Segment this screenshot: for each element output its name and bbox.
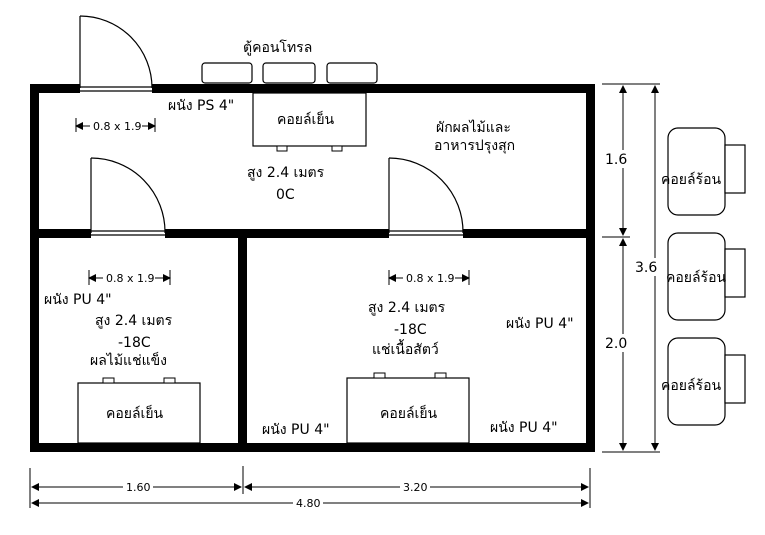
control-cabinet-label: ตู้คอนโทรล xyxy=(243,39,312,56)
room-left-height: สูง 2.4 เมตร xyxy=(95,313,173,329)
wall-mid-right xyxy=(463,229,595,238)
coil-cold-top: คอยล์เย็น xyxy=(252,92,367,152)
walls xyxy=(30,84,595,452)
room-veg-line1: ผักผลไม้และ xyxy=(436,119,511,136)
control-unit-3 xyxy=(326,62,378,84)
dim-v-upper: 1.6 xyxy=(605,152,627,168)
control-unit-2 xyxy=(262,62,316,84)
coil-hot-3: คอยล์ร้อน xyxy=(661,337,746,426)
dim-h-left: 1.60 xyxy=(126,481,151,494)
coil-hot-1: คอยล์ร้อน xyxy=(661,127,746,216)
wall-left xyxy=(30,84,39,452)
coil-hot-2: คอยล์ร้อน xyxy=(666,232,746,321)
wall-pu-bottom-right-label: ผนัง PU 4" xyxy=(490,420,558,436)
wall-pu-right-label: ผนัง PU 4" xyxy=(506,316,574,332)
control-cabinet: ตู้คอนโทรล xyxy=(201,39,378,84)
coil-cold-left-label: คอยล์เย็น xyxy=(106,404,164,422)
coil-hot-3-label: คอยล์ร้อน xyxy=(661,377,721,394)
wall-pu-bottom-mid-label: ผนัง PU 4" xyxy=(262,422,330,438)
wall-top-left xyxy=(30,84,80,93)
room-left-temp: -18C xyxy=(118,335,151,351)
coil-cold-right-label: คอยล์เย็น xyxy=(380,404,438,422)
room-right-name: แช่เนื้อสัตว์ xyxy=(372,339,439,358)
wall-mid-center xyxy=(165,229,389,238)
dim-h-total: 4.80 xyxy=(296,497,321,510)
coil-cold-right: คอยล์เย็น xyxy=(346,372,470,444)
door-right-size: 0.8 x 1.9 xyxy=(406,272,455,285)
door-left xyxy=(90,157,166,236)
door-top xyxy=(79,15,153,92)
wall-bottom xyxy=(30,443,595,452)
room-top-height: สูง 2.4 เมตร xyxy=(247,165,325,181)
coil-hot-1-label: คอยล์ร้อน xyxy=(661,171,721,188)
wall-right xyxy=(586,84,595,452)
room-top-temp: 0C xyxy=(276,187,295,203)
coil-cold-top-label: คอยล์เย็น xyxy=(277,110,335,128)
coil-hot-2-label: คอยล์ร้อน xyxy=(666,269,726,286)
room-veg-line2: อาหารปรุงสุก xyxy=(434,138,515,154)
room-right-temp: -18C xyxy=(394,322,427,338)
wall-mid-left xyxy=(30,229,91,238)
coil-cold-left: คอยล์เย็น xyxy=(77,377,201,444)
dim-v-lower: 2.0 xyxy=(605,336,627,352)
wall-ps-label: ผนัง PS 4" xyxy=(168,98,234,114)
control-unit-1 xyxy=(201,62,253,84)
dim-v-total: 3.6 xyxy=(635,260,657,276)
door-top-size: 0.8 x 1.9 xyxy=(93,120,142,133)
dim-h-right: 3.20 xyxy=(403,481,428,494)
wall-top-right xyxy=(152,84,595,93)
room-right-height: สูง 2.4 เมตร xyxy=(368,300,446,316)
wall-pu-left-label: ผนัง PU 4" xyxy=(44,292,112,308)
room-left-name: ผลไม้แช่แข็ง xyxy=(90,351,167,369)
door-right xyxy=(388,157,464,236)
wall-partition xyxy=(238,229,247,452)
door-left-size: 0.8 x 1.9 xyxy=(106,272,155,285)
